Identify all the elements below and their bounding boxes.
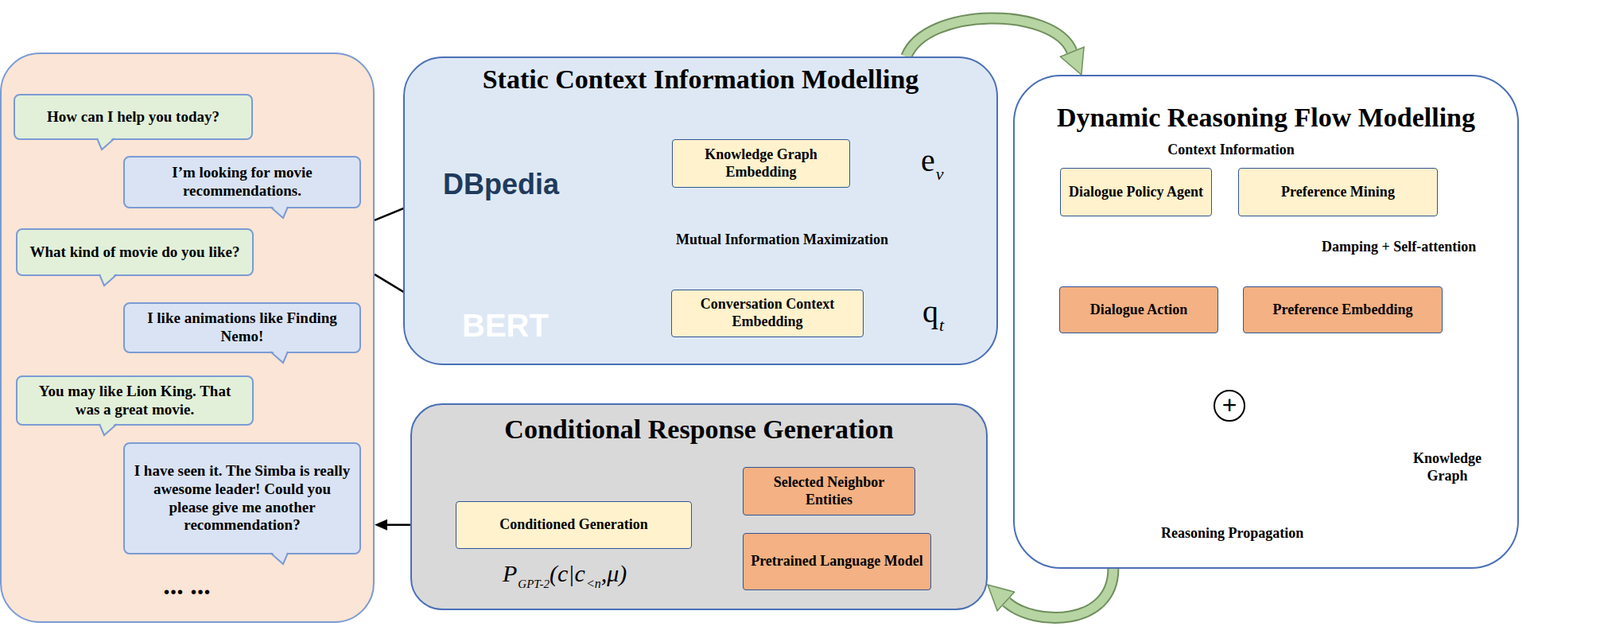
bubble-tail — [99, 274, 117, 286]
bubble-tail — [123, 206, 362, 220]
node-text: Conditioned Generation — [499, 516, 649, 534]
node-text: How can I help you today? — [46, 108, 220, 127]
node-text: BERT — [462, 309, 549, 342]
flow-arrow-outline — [906, 18, 1072, 57]
text-label: P — [502, 559, 517, 587]
edge-label: Damping + Self-attention — [1321, 238, 1476, 256]
node-text: Selected Neighbor Entities — [749, 473, 909, 509]
bubble-tail — [270, 204, 288, 218]
connector-line — [906, 18, 1072, 57]
user-bubble: I have seen it. The Simba is really awes… — [123, 442, 362, 555]
label-group: qt — [922, 292, 944, 336]
node-text: You may like Lion King. That was a great… — [25, 382, 245, 420]
process-box: Dialogue Policy Agent — [1060, 167, 1212, 217]
panel-title: Dynamic Reasoning Flow Modelling — [1013, 101, 1519, 133]
node-text: I like animations like Finding Nemo! — [132, 309, 352, 346]
panel-title: Static Context Information Modelling — [403, 63, 999, 95]
subscript-label: <n — [586, 576, 602, 591]
node-text: DBpedia — [442, 170, 560, 199]
dbpedia-logo-label: DBpedia — [449, 120, 553, 204]
process-box: Conversation Context Embedding — [671, 289, 864, 338]
bubble-tail — [99, 271, 117, 286]
bubble-tail — [270, 349, 288, 363]
bubble-tail — [270, 550, 288, 564]
node-text: Dialogue Policy Agent — [1068, 183, 1204, 202]
bubble-tail — [123, 552, 362, 566]
panel-title: Context Information — [1111, 141, 1351, 159]
system-bubble: What kind of movie do you like? — [15, 228, 254, 276]
bubble-tail — [99, 421, 117, 435]
label-group: Mutual Information Maximization — [675, 231, 889, 249]
bubble-tail — [99, 423, 117, 435]
node-text: I’m looking for movie recommendations. — [132, 163, 352, 201]
node-text: Conversation Context Embedding — [678, 295, 857, 331]
bubble-tail — [123, 351, 362, 365]
label-group: ev — [920, 141, 944, 185]
text-label: q — [922, 293, 939, 330]
bubble-tail — [97, 138, 115, 150]
subscript-label: t — [939, 314, 944, 335]
bubble-tail — [15, 423, 254, 437]
node-text: What kind of movie do you like? — [30, 243, 241, 262]
user-bubble: I’m looking for movie recommendations. — [123, 155, 362, 209]
output-box: Selected Neighbor Entities — [742, 466, 916, 516]
text-label: (c|c — [549, 559, 586, 587]
flow-arrow — [906, 18, 1072, 57]
node-text: Knowledge Graph Embedding — [679, 146, 843, 181]
static-context-panel: Static Context Information ModellingDBpe… — [403, 56, 999, 366]
bert-logo-label: BERT — [454, 277, 599, 357]
bubble-tail — [270, 206, 288, 218]
output-box: Preference Embedding — [1242, 286, 1443, 334]
dialogue-panel: ... ... How can I help you today? I’m look… — [0, 52, 375, 623]
flow-arrow — [1006, 568, 1114, 618]
system-bubble: How can I help you today? — [13, 93, 253, 140]
node-text: + — [1222, 392, 1238, 418]
user-bubble: I like animations like Finding Nemo! — [123, 302, 362, 354]
subscript-label: GPT-2 — [517, 577, 550, 591]
bubble-tail — [97, 135, 115, 150]
panel-title: ... ... — [111, 569, 263, 601]
process-box: Conditioned Generation — [455, 500, 692, 549]
text-label: Reasoning Propagation — [1161, 524, 1304, 541]
node-text: Preference Mining — [1281, 183, 1395, 202]
bubble-tail — [15, 274, 254, 288]
plus-circle: + — [1213, 389, 1246, 422]
label-group: Reasoning Propagation — [1161, 524, 1304, 543]
flow-arrow-outline — [1006, 568, 1114, 618]
output-box: Pretrained Language Model — [742, 532, 932, 591]
panel-title: Conditional Response Generation — [410, 413, 988, 445]
node-text: Dialogue Action — [1090, 301, 1189, 319]
node-text: I have seen it. The Simba is really awes… — [132, 462, 352, 535]
process-box: Preference Mining — [1238, 167, 1438, 217]
connector-line — [1006, 568, 1114, 618]
text-label: ,μ) — [601, 559, 628, 587]
output-box: Dialogue Action — [1059, 286, 1219, 334]
dynamic-reasoning-panel: Dynamic Reasoning Flow ModellingContext … — [1013, 74, 1519, 569]
bubble-tail — [270, 351, 288, 363]
node-text: Pretrained Language Model — [750, 552, 924, 571]
label-group: PGPT-2(c|c<n,μ) — [502, 559, 627, 591]
bubble-tail — [270, 552, 288, 564]
text-label: Mutual Information Maximization — [675, 231, 889, 248]
subscript-label: v — [935, 163, 944, 184]
text-label: Knowledge Graph — [1413, 450, 1482, 484]
conditional-generation-panel: Conditional Response GenerationCondition… — [410, 403, 988, 610]
text-label: e — [920, 142, 936, 179]
bubble-tail — [13, 138, 253, 152]
node-text: Preference Embedding — [1273, 301, 1414, 319]
process-box: Knowledge Graph Embedding — [671, 139, 851, 188]
system-bubble: You may like Lion King. That was a great… — [15, 375, 254, 427]
label-group: Knowledge Graph — [1401, 450, 1494, 485]
